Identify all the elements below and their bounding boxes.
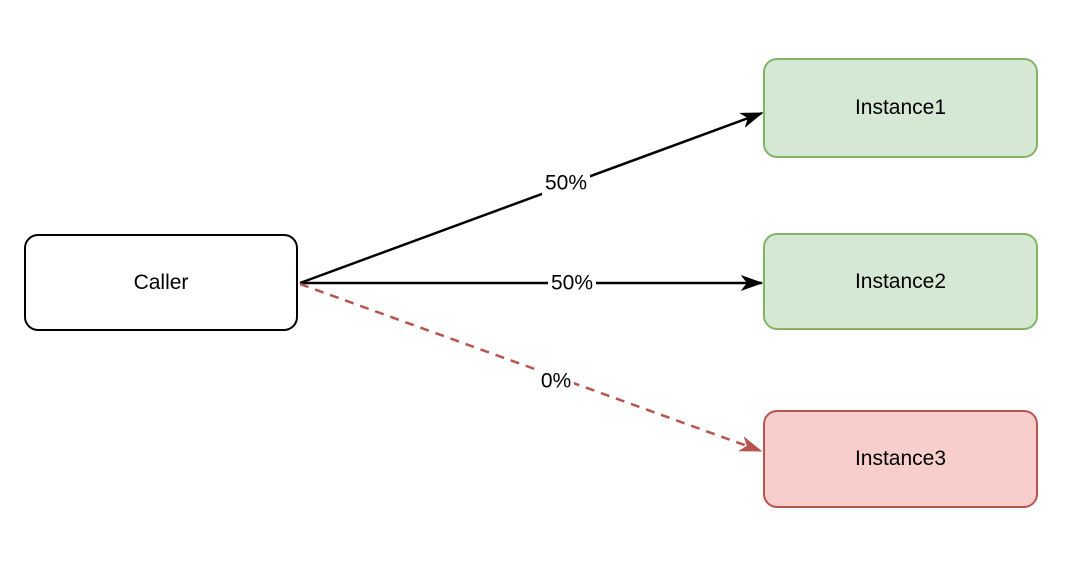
node-caller-label: Caller bbox=[133, 270, 189, 294]
node-instance1: Instance1 bbox=[763, 58, 1038, 158]
edge-label-instance2-percentage: 50% bbox=[547, 270, 597, 296]
node-instance3: Instance3 bbox=[763, 410, 1038, 508]
node-instance3-label: Instance3 bbox=[854, 447, 947, 470]
edge-label-instance1-percentage: 50% bbox=[541, 170, 591, 196]
node-instance2-label: Instance2 bbox=[854, 269, 947, 293]
node-instance2: Instance2 bbox=[763, 233, 1038, 330]
edge-label-instance3-percentage: 0% bbox=[537, 368, 575, 394]
edge-caller-to-instance3 bbox=[299, 282, 761, 453]
node-caller: Caller bbox=[24, 234, 298, 331]
edge-caller-to-instance1 bbox=[299, 111, 762, 285]
node-instance1-label: Instance1 bbox=[854, 96, 947, 119]
